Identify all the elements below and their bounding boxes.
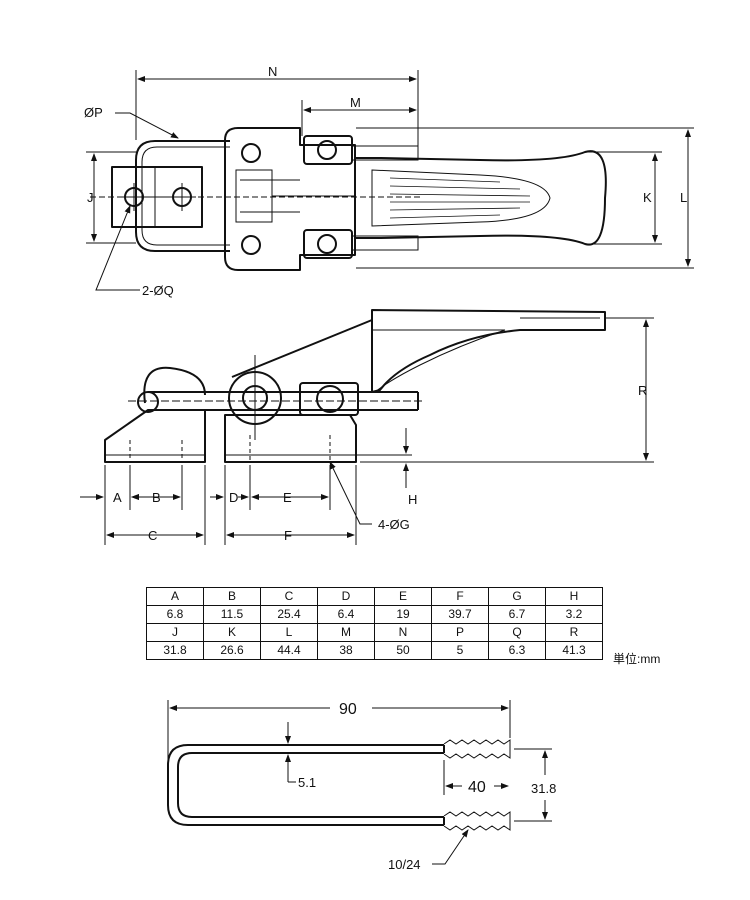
dim-label-width: 31.8: [531, 781, 556, 796]
dim-label-f: F: [284, 528, 292, 543]
latch-body: [224, 127, 356, 271]
dim-label-d: D: [229, 490, 238, 505]
side-lever: [371, 309, 606, 393]
dim-label-length: 90: [339, 701, 357, 718]
dim-label-q: 2-ØQ: [142, 283, 174, 298]
table-cell: P: [431, 623, 489, 642]
table-cell: 39.7: [431, 605, 489, 624]
table-cell: 44.4: [260, 641, 318, 660]
table-cell: C: [260, 587, 318, 606]
table-cell: N: [374, 623, 432, 642]
thread-top: [443, 739, 511, 759]
dim-label-thread-length: 40: [468, 779, 486, 796]
dim-label-j: J: [87, 190, 94, 205]
table-cell: 19: [374, 605, 432, 624]
table-cell: 31.8: [146, 641, 204, 660]
table-cell: H: [545, 587, 603, 606]
table-cell: 11.5: [203, 605, 261, 624]
dim-label-e: E: [283, 490, 292, 505]
dim-label-r: R: [638, 383, 647, 398]
table-cell: 41.3: [545, 641, 603, 660]
table-cell: J: [146, 623, 204, 642]
dim-label-l: L: [680, 190, 687, 205]
table-row: 31.8 26.6 44.4 38 50 5 6.3 41.3: [146, 641, 603, 660]
side-view: R H A B D E C F 4-ØG: [80, 309, 654, 545]
table-cell: E: [374, 587, 432, 606]
u-bolt: [167, 744, 444, 826]
table-cell: 50: [374, 641, 432, 660]
dimension-table: A B C D E F G H 6.8 11.5 25.4 6.4 19 39.…: [146, 587, 603, 660]
table-cell: B: [203, 587, 261, 606]
table-cell: M: [317, 623, 375, 642]
table-cell: 5: [431, 641, 489, 660]
thread-bottom: [443, 811, 511, 831]
table-row: 6.8 11.5 25.4 6.4 19 39.7 6.7 3.2: [146, 605, 603, 624]
table-cell: 25.4: [260, 605, 318, 624]
table-cell: A: [146, 587, 204, 606]
dim-label-g: 4-ØG: [378, 517, 410, 532]
table-cell: 26.6: [203, 641, 261, 660]
dim-label-b: B: [152, 490, 161, 505]
table-row: J K L M N P Q R: [146, 623, 603, 642]
table-cell: 6.3: [488, 641, 546, 660]
dim-label-n: N: [268, 64, 277, 79]
dim-label-m: M: [350, 95, 361, 110]
table-cell: 6.4: [317, 605, 375, 624]
table-cell: F: [431, 587, 489, 606]
table-cell: 38: [317, 641, 375, 660]
dim-label-a: A: [113, 490, 122, 505]
dim-label-thread: 10/24: [388, 857, 421, 872]
unit-note: 単位:mm: [613, 652, 661, 666]
dim-label-p: ØP: [84, 105, 103, 120]
catch-base: [104, 409, 206, 463]
table-cell: Q: [488, 623, 546, 642]
table-cell: R: [545, 623, 603, 642]
table-cell: 3.2: [545, 605, 603, 624]
wire-loop: [135, 140, 230, 252]
table-cell: K: [203, 623, 261, 642]
dim-label-h: H: [408, 492, 417, 507]
table-cell: 6.8: [146, 605, 204, 624]
table-cell: 6.7: [488, 605, 546, 624]
dim-label-c: C: [148, 528, 157, 543]
dim-label-thickness: 5.1: [298, 775, 316, 790]
u-bolt-view: 90 5.1 40 31.8 10/24: [167, 700, 556, 872]
table-cell: D: [317, 587, 375, 606]
table-row: A B C D E F G H: [146, 587, 603, 606]
dim-label-k: K: [643, 190, 652, 205]
top-view: N M ØP J K L 2-ØQ: [84, 64, 694, 298]
lever-handle: [355, 150, 607, 246]
table-cell: L: [260, 623, 318, 642]
table-cell: G: [488, 587, 546, 606]
